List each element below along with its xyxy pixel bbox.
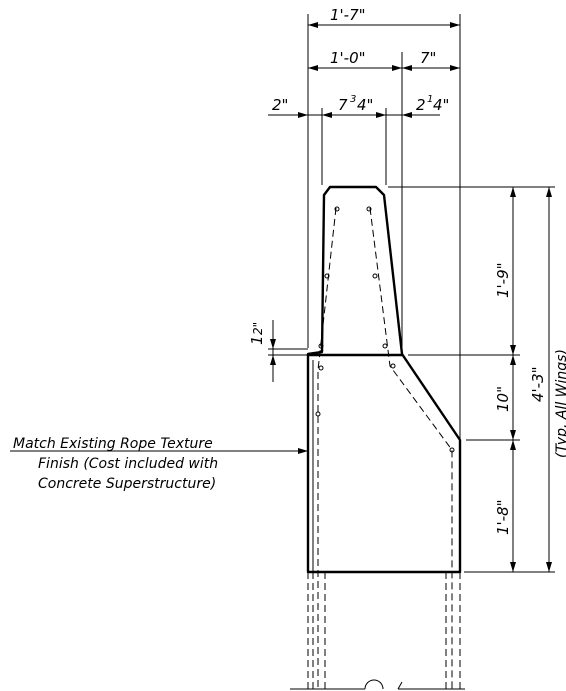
bottom-break-symbol xyxy=(290,679,465,690)
top-width-right-label: 7" xyxy=(420,49,436,67)
callout-line-3: Concrete Superstructure) xyxy=(38,476,216,492)
middle-height-label: 10" xyxy=(494,386,512,412)
total-height-label: 4'-3" xyxy=(529,366,547,402)
callout-line-1: Match Existing Rope Texture xyxy=(13,436,213,452)
step-height-label: 1 2" xyxy=(248,322,266,345)
texture-callout-leader xyxy=(10,448,308,454)
svg-text:4": 4" xyxy=(433,96,449,114)
upper-height-label: 1'-9" xyxy=(494,262,512,298)
left-offset-label: 2" xyxy=(272,96,288,114)
top-dimension-lines xyxy=(268,14,461,440)
top-width-main-label: 1'-0" xyxy=(330,49,366,67)
callout-line-2: Finish (Cost included with xyxy=(38,456,218,472)
svg-text:4": 4" xyxy=(357,96,373,114)
wall-outline xyxy=(306,185,462,574)
svg-text:7: 7 xyxy=(338,96,348,114)
overall-width-label: 1'-7" xyxy=(330,6,366,24)
svg-text:1: 1 xyxy=(248,335,266,345)
svg-text:2": 2" xyxy=(251,322,265,335)
cap-width-label: 7 3 4" xyxy=(338,94,373,114)
right-offset-label: 2 1 4" xyxy=(416,94,449,114)
right-dimension-lines xyxy=(388,186,555,573)
svg-text:2: 2 xyxy=(416,96,426,114)
svg-text:3: 3 xyxy=(350,94,356,105)
svg-text:1: 1 xyxy=(427,94,433,105)
lower-height-label: 1'-8" xyxy=(494,499,512,535)
reinforcement-dashed-lines xyxy=(307,207,461,691)
step-dimension xyxy=(268,320,308,382)
rebar-hook-markers xyxy=(315,206,455,453)
typical-note: (Typ. All Wings) xyxy=(554,349,566,458)
